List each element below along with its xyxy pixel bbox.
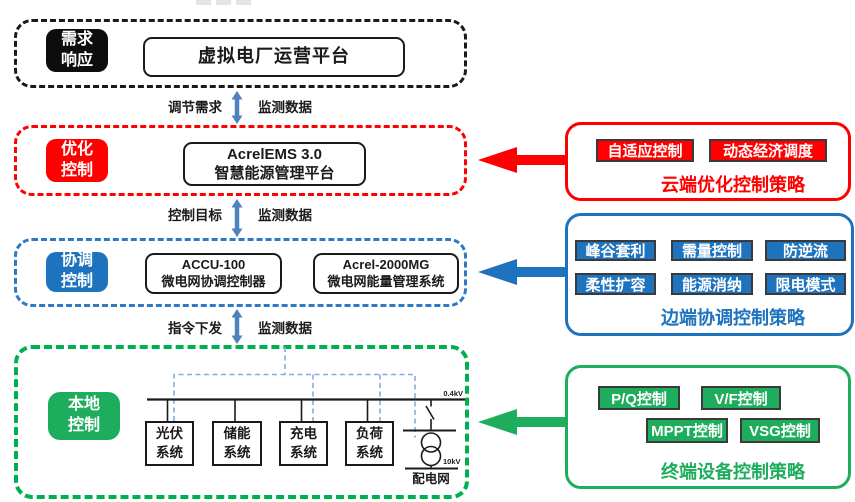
pill-adaptive-control: 自适应控制	[596, 139, 694, 162]
link-label-control-target: 控制目标	[168, 208, 222, 223]
acrelems-line1: AcrelEMS 3.0	[226, 145, 323, 163]
pill-mppt-control: MPPT控制	[646, 418, 728, 443]
watermark-fragment	[196, 0, 251, 6]
double-arrow-icon	[231, 199, 243, 237]
device-box-load-system: 负荷 系统	[345, 421, 394, 466]
link-label-adjust-demand: 调节需求	[168, 100, 222, 115]
strategy-box-cloud: 自适应控制 动态经济调度 云端优化控制策略	[565, 122, 851, 201]
watermark-glyph	[196, 0, 211, 5]
acrelems-line2: 智慧能源管理平台	[214, 165, 335, 182]
tag-local-control: 本地 控制	[48, 392, 120, 440]
device-box-storage-system: 储能 系统	[212, 421, 262, 466]
box-acrel2000mg-system: Acrel-2000MG 微电网能量管理系统	[313, 253, 459, 294]
tag-coordinate-control: 协调 控制	[46, 252, 108, 292]
link-label-monitor-data-2: 监测数据	[258, 208, 312, 223]
box-acrelems-platform: AcrelEMS 3.0 智慧能源管理平台	[183, 142, 366, 186]
caption-device-strategy: 终端设备控制策略	[661, 462, 805, 482]
box-accu100-controller: ACCU-100 微电网协调控制器	[145, 253, 282, 294]
pill-anti-backflow: 防逆流	[765, 240, 846, 261]
double-arrow-icon	[231, 309, 243, 344]
acrel2000mg-line1: Acrel-2000MG	[342, 256, 430, 272]
caption-edge-strategy: 边端协调控制策略	[661, 308, 805, 328]
pill-peak-valley-arbitrage: 峰谷套利	[575, 240, 656, 261]
pill-vf-control: V/F控制	[701, 386, 781, 410]
strategy-box-device: P/Q控制 V/F控制 MPPT控制 VSG控制 终端设备控制策略	[565, 365, 851, 489]
accu100-line2: 微电网协调控制器	[161, 273, 266, 289]
link-label-command-dispatch: 指令下发	[168, 321, 222, 336]
link-label-monitor-data-3: 监测数据	[258, 321, 312, 336]
box-vpp-platform: 虚拟电厂运营平台	[143, 37, 405, 77]
device-box-pv-system: 光伏 系统	[145, 421, 194, 466]
tag-demand-response: 需求 响应	[46, 29, 108, 72]
double-arrow-icon	[231, 91, 243, 124]
watermark-glyph	[216, 0, 231, 5]
pill-energy-consumption: 能源消纳	[671, 273, 753, 295]
accu100-line1: ACCU-100	[181, 256, 246, 272]
pill-power-limit-mode: 限电模式	[765, 273, 846, 295]
pill-vsg-control: VSG控制	[740, 418, 820, 443]
left-arrow-green-icon	[478, 409, 568, 435]
watermark-glyph	[236, 0, 251, 5]
device-box-charging-system: 充电 系统	[279, 421, 328, 466]
acrel2000mg-line2: 微电网能量管理系统	[327, 273, 445, 289]
strategy-box-edge: 峰谷套利 需量控制 防逆流 柔性扩容 能源消纳 限电模式 边端协调控制策略	[565, 213, 854, 336]
pill-flexible-expansion: 柔性扩容	[575, 273, 656, 295]
left-arrow-red-icon	[478, 147, 568, 173]
caption-cloud-strategy: 云端优化控制策略	[661, 175, 805, 195]
link-label-monitor-data-1: 监测数据	[258, 100, 312, 115]
left-arrow-blue-icon	[478, 259, 568, 285]
pill-dynamic-economic-dispatch: 动态经济调度	[709, 139, 827, 162]
pill-pq-control: P/Q控制	[598, 386, 680, 410]
pill-demand-control: 需量控制	[671, 240, 753, 261]
tag-optimize-control: 优化 控制	[46, 139, 108, 182]
